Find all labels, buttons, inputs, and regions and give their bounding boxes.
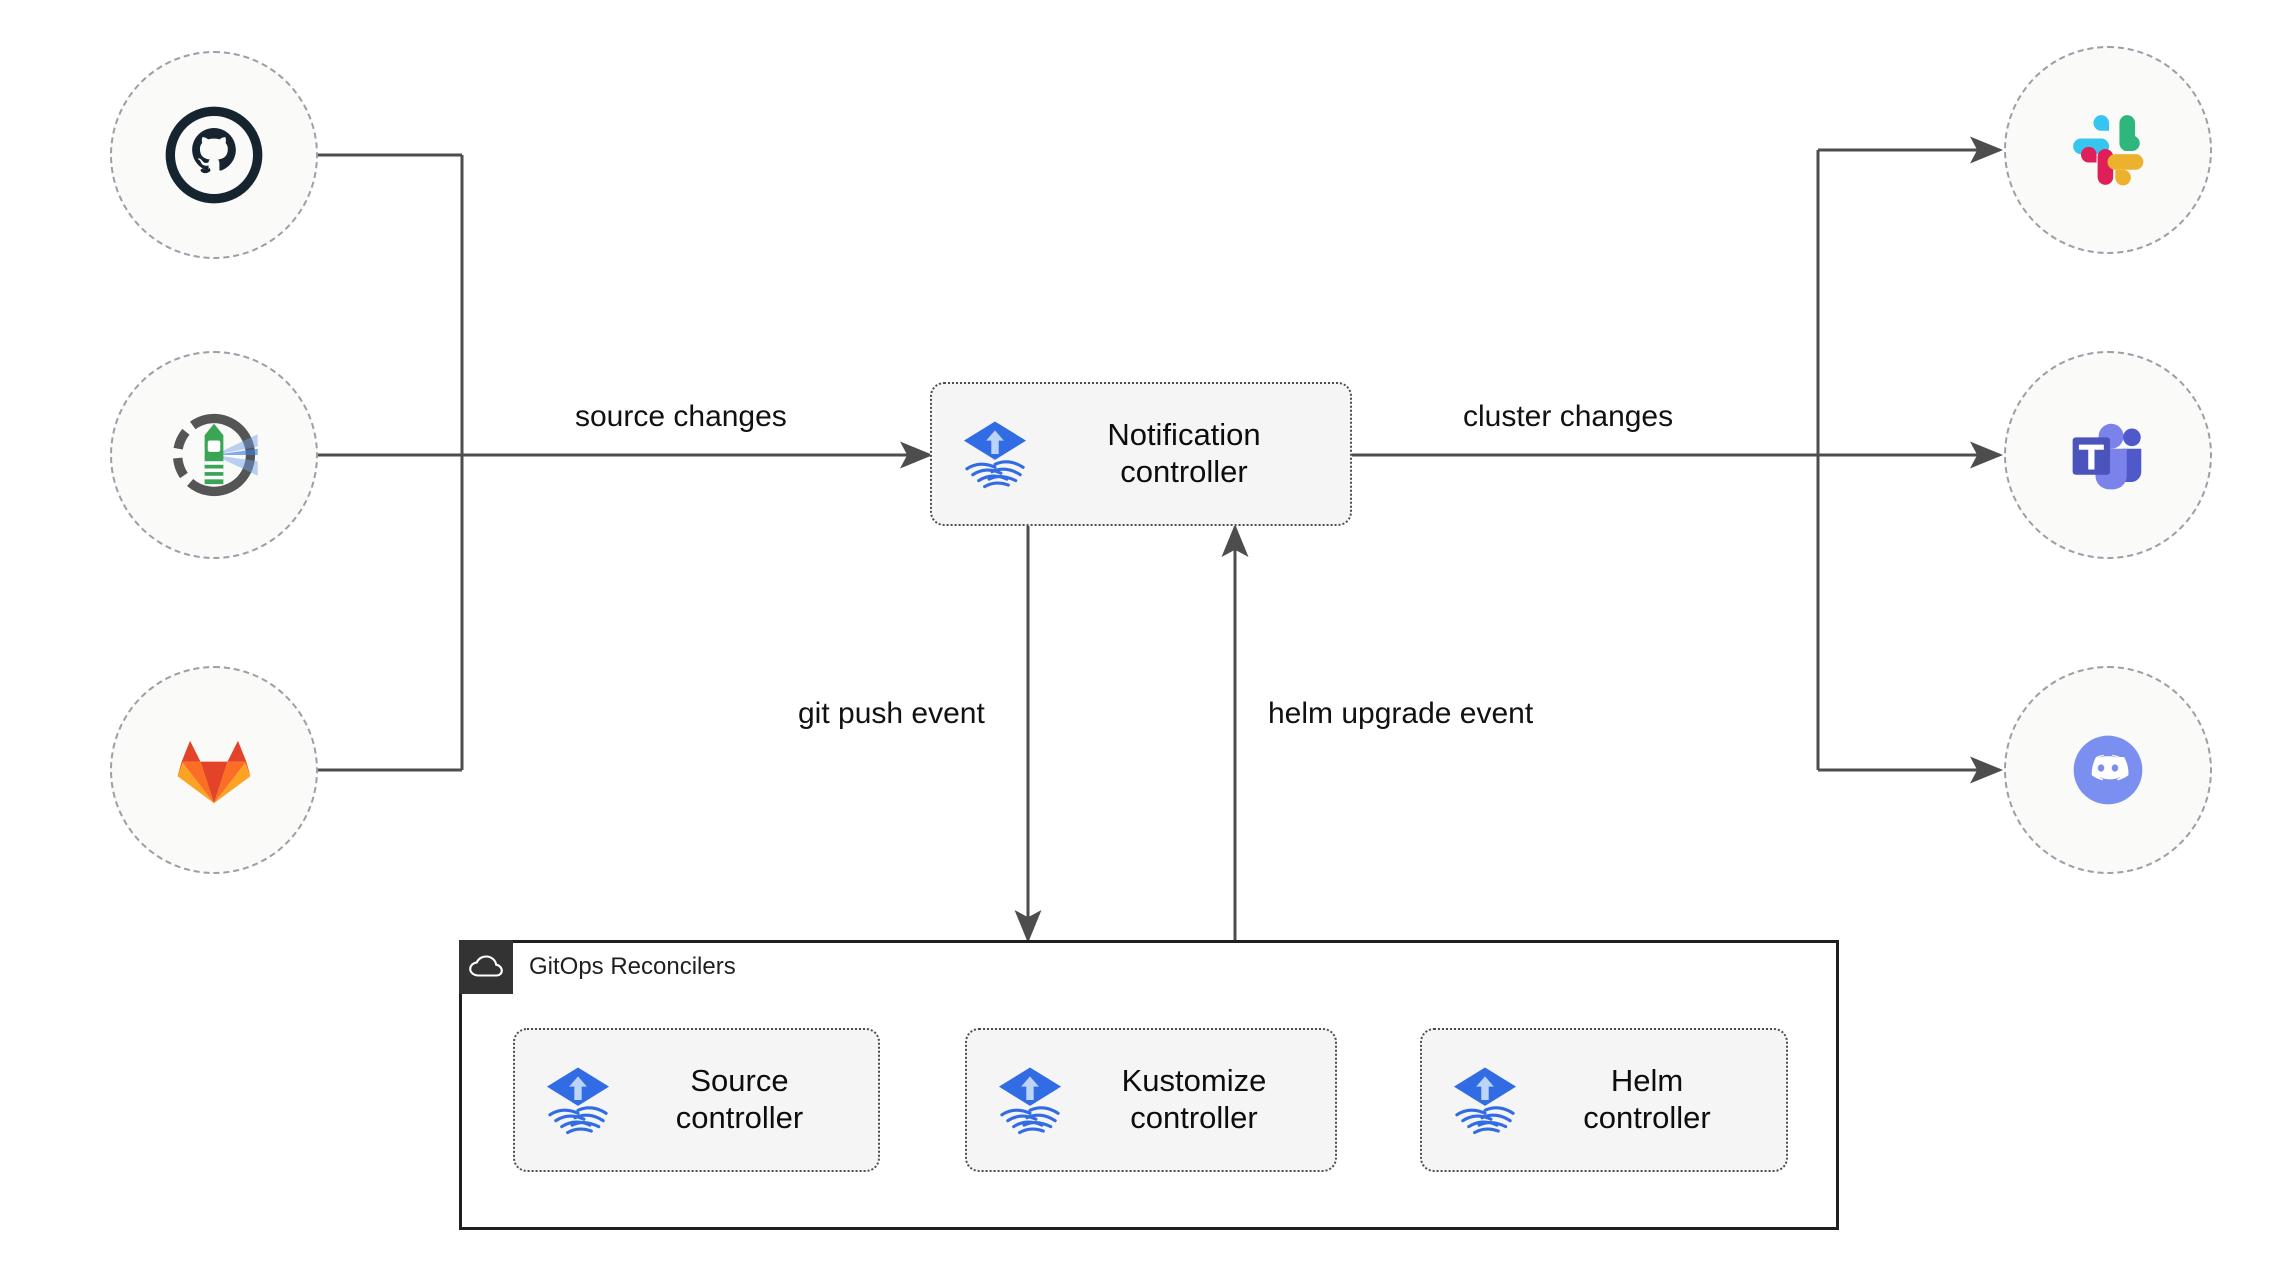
target-node-teams[interactable] — [2004, 351, 2212, 559]
edge-label-helm-upgrade-event: helm upgrade event — [1268, 697, 1534, 730]
helm-controller-label: Helm controller — [1583, 1063, 1711, 1135]
edge-label-source-changes: source changes — [575, 400, 787, 433]
helm-controller-box[interactable]: Helm controller — [1420, 1028, 1788, 1172]
source-node-gitlab[interactable] — [110, 666, 318, 874]
source-controller-label: Source controller — [675, 1063, 804, 1135]
target-node-slack[interactable] — [2004, 46, 2212, 254]
kustomize-controller-label: Kustomize controller — [1121, 1063, 1267, 1135]
teams-icon — [2072, 423, 2142, 490]
harbor-icon — [172, 413, 258, 497]
flux-icon — [546, 1067, 610, 1135]
notification-controller-label: Notification controller — [1107, 417, 1261, 489]
flux-icon — [963, 421, 1027, 489]
cloud-icon — [469, 955, 503, 977]
gitops-reconcilers-title: GitOps Reconcilers — [529, 953, 736, 980]
cloud-icon-box — [459, 940, 513, 994]
source-node-harbor[interactable] — [110, 351, 318, 559]
notification-controller-box[interactable]: Notification controller — [930, 382, 1352, 526]
kustomize-controller-box[interactable]: Kustomize controller — [965, 1028, 1337, 1172]
edge-label-git-push-event: git push event — [798, 697, 985, 730]
target-node-discord[interactable] — [2004, 666, 2212, 874]
gitops-reconcilers-header: GitOps Reconcilers — [459, 940, 736, 994]
slack-icon — [2073, 115, 2144, 186]
discord-icon — [2073, 735, 2143, 805]
gitlab-icon — [177, 740, 251, 804]
edge-label-cluster-changes: cluster changes — [1463, 400, 1674, 433]
source-node-github[interactable] — [110, 51, 318, 259]
source-controller-box[interactable]: Source controller — [513, 1028, 880, 1172]
github-icon — [165, 106, 263, 204]
flux-icon — [998, 1067, 1062, 1135]
flux-icon — [1453, 1067, 1517, 1135]
